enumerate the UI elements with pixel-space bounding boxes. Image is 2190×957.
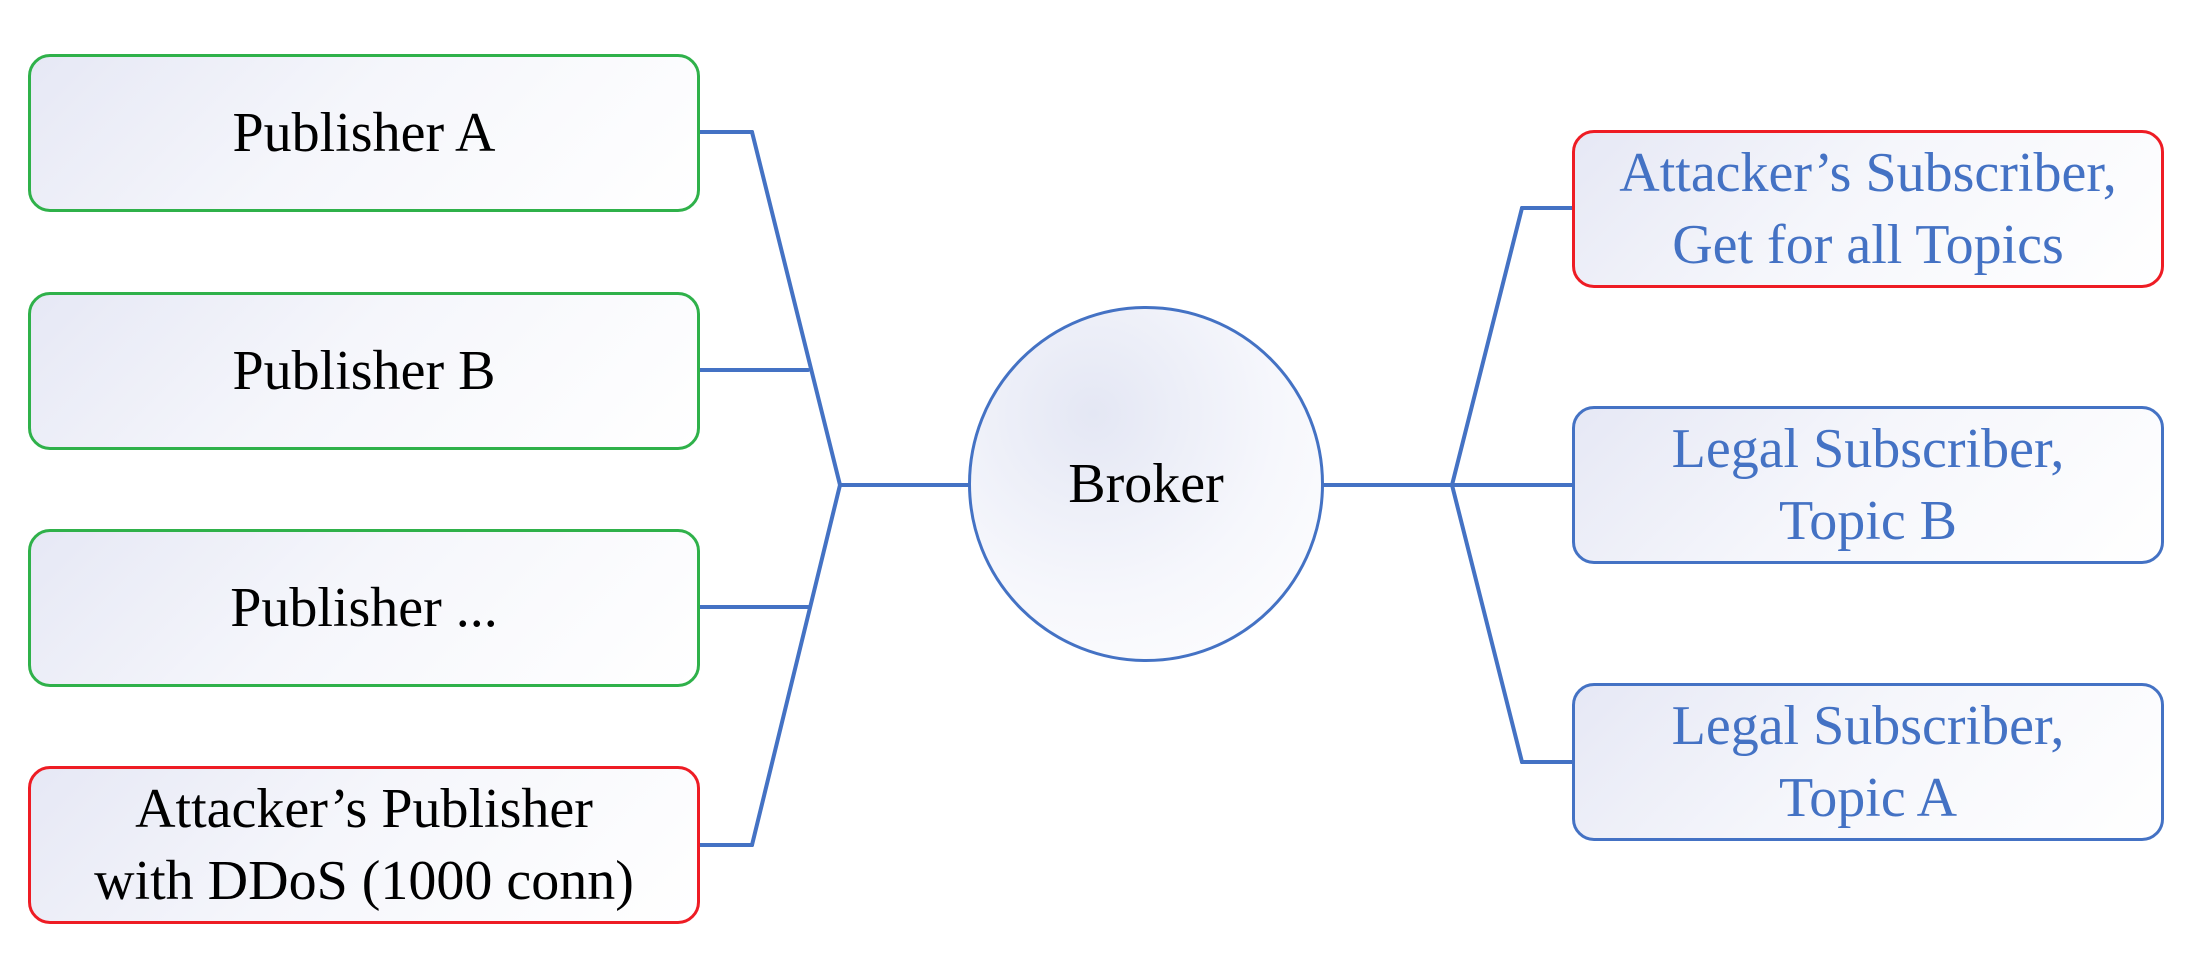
legal-subscriber-b-label: Legal Subscriber, Topic B <box>1671 418 2065 552</box>
publisher-more-node: Publisher ... <box>28 529 700 687</box>
broker-label: Broker <box>1068 453 1224 515</box>
attacker-publisher-label: Attacker’s Publisher with DDoS (1000 con… <box>94 778 634 912</box>
legal-subscriber-a-label: Legal Subscriber, Topic A <box>1671 695 2065 829</box>
attacker-publisher-node: Attacker’s Publisher with DDoS (1000 con… <box>28 766 700 924</box>
publisher-a-label: Publisher A <box>232 102 496 164</box>
legal-subscriber-b-node: Legal Subscriber, Topic B <box>1572 406 2164 564</box>
trunk-lower-left <box>750 483 842 847</box>
publisher-b-node: Publisher B <box>28 292 700 450</box>
attacker-subscriber-label: Attacker’s Subscriber, Get for all Topic… <box>1619 142 2117 276</box>
legal-subscriber-a-node: Legal Subscriber, Topic A <box>1572 683 2164 841</box>
broker-node: Broker <box>968 306 1324 662</box>
attacker-subscriber-node: Attacker’s Subscriber, Get for all Topic… <box>1572 130 2164 288</box>
publisher-a-node: Publisher A <box>28 54 700 212</box>
trunk-lower-right <box>1450 483 1524 764</box>
trunk-upper-right <box>1450 206 1524 487</box>
trunk-upper-left <box>750 130 842 487</box>
publisher-b-label: Publisher B <box>232 340 496 402</box>
publisher-more-label: Publisher ... <box>230 577 498 639</box>
